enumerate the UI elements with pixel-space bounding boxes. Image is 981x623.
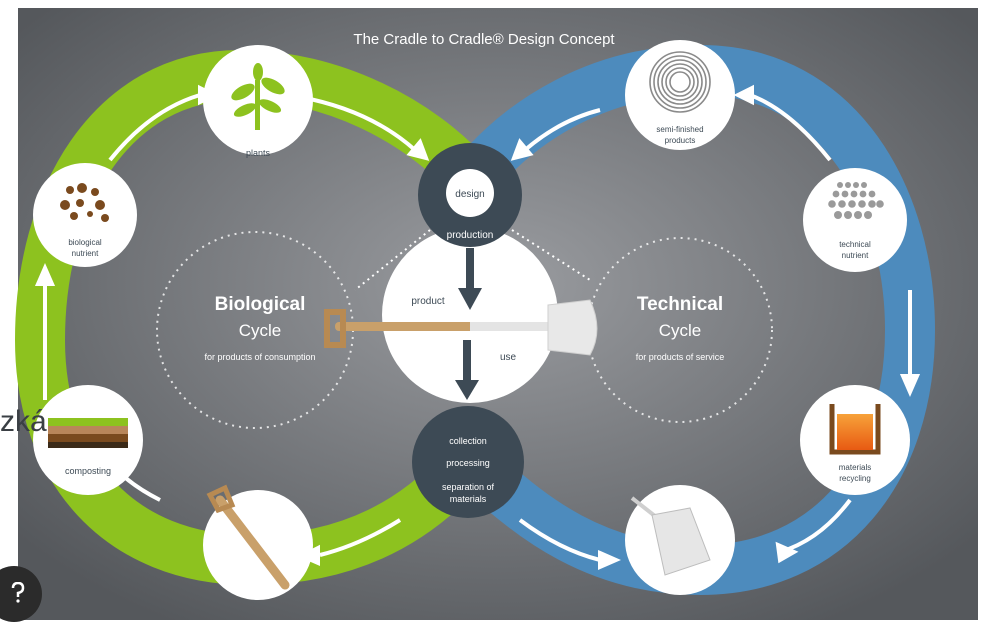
technical-heading: Technical (637, 294, 723, 315)
diagram-title: The Cradle to Cradle® Design Concept (353, 31, 615, 48)
bio-nutrient-label-2: nutrient (72, 249, 99, 258)
biological-caption: for products of consumption (204, 352, 315, 362)
node-spade-biological (203, 484, 313, 600)
use-label: use (500, 352, 517, 363)
nutrient-particles-icon (60, 183, 109, 222)
connector-left (354, 229, 431, 291)
technical-sub: Cycle (659, 321, 702, 340)
semi-finished-label-1: semi-finished (656, 125, 703, 134)
recycling-label-2: recycling (839, 474, 871, 483)
node-materials-recycling: materials recycling (800, 385, 910, 495)
plant-icon (231, 63, 285, 130)
product-label: product (411, 296, 445, 307)
collection-hub (412, 406, 524, 518)
semi-finished-label-2: products (665, 136, 696, 145)
spade-blade-icon (630, 496, 711, 576)
collection-label: collection (449, 436, 487, 446)
coil-icon (649, 51, 711, 113)
overlay-text-fragment: zká (0, 405, 47, 438)
cycle-arrows (34, 84, 921, 571)
composting-label: composting (65, 466, 111, 476)
crucible-icon (829, 404, 881, 455)
biological-heading: Biological (215, 294, 306, 315)
recycling-label-1: materials (839, 463, 871, 472)
node-plants: plants (203, 45, 313, 158)
separation-label-1: separation of (442, 482, 495, 492)
granules-icon (828, 182, 884, 219)
node-biological-nutrient: biological nutrient (33, 163, 137, 267)
bio-nutrient-label-1: biological (68, 238, 102, 247)
technical-caption: for products of service (636, 352, 725, 362)
product-use-circle (382, 227, 558, 403)
node-spade-technical (625, 485, 735, 595)
design-label: design (455, 189, 484, 200)
separation-label-2: materials (450, 494, 487, 504)
shovel-icon (324, 299, 598, 356)
processing-label: processing (446, 458, 490, 468)
spade-icon (206, 484, 290, 590)
soil-layers-icon (48, 418, 128, 448)
production-label: production (447, 230, 494, 241)
tech-nutrient-label-1: technical (839, 240, 871, 249)
node-composting: composting (33, 385, 143, 495)
biological-sub: Cycle (239, 321, 282, 340)
design-hub-core (446, 169, 494, 217)
node-technical-nutrient: technical nutrient (803, 168, 907, 272)
plants-label: plants (246, 148, 271, 158)
corner-action-button[interactable] (0, 566, 42, 622)
question-icon (11, 582, 25, 603)
node-semi-finished: semi-finished products (625, 40, 735, 150)
flow-arrows-center (455, 248, 482, 400)
tech-nutrient-label-2: nutrient (842, 251, 869, 260)
